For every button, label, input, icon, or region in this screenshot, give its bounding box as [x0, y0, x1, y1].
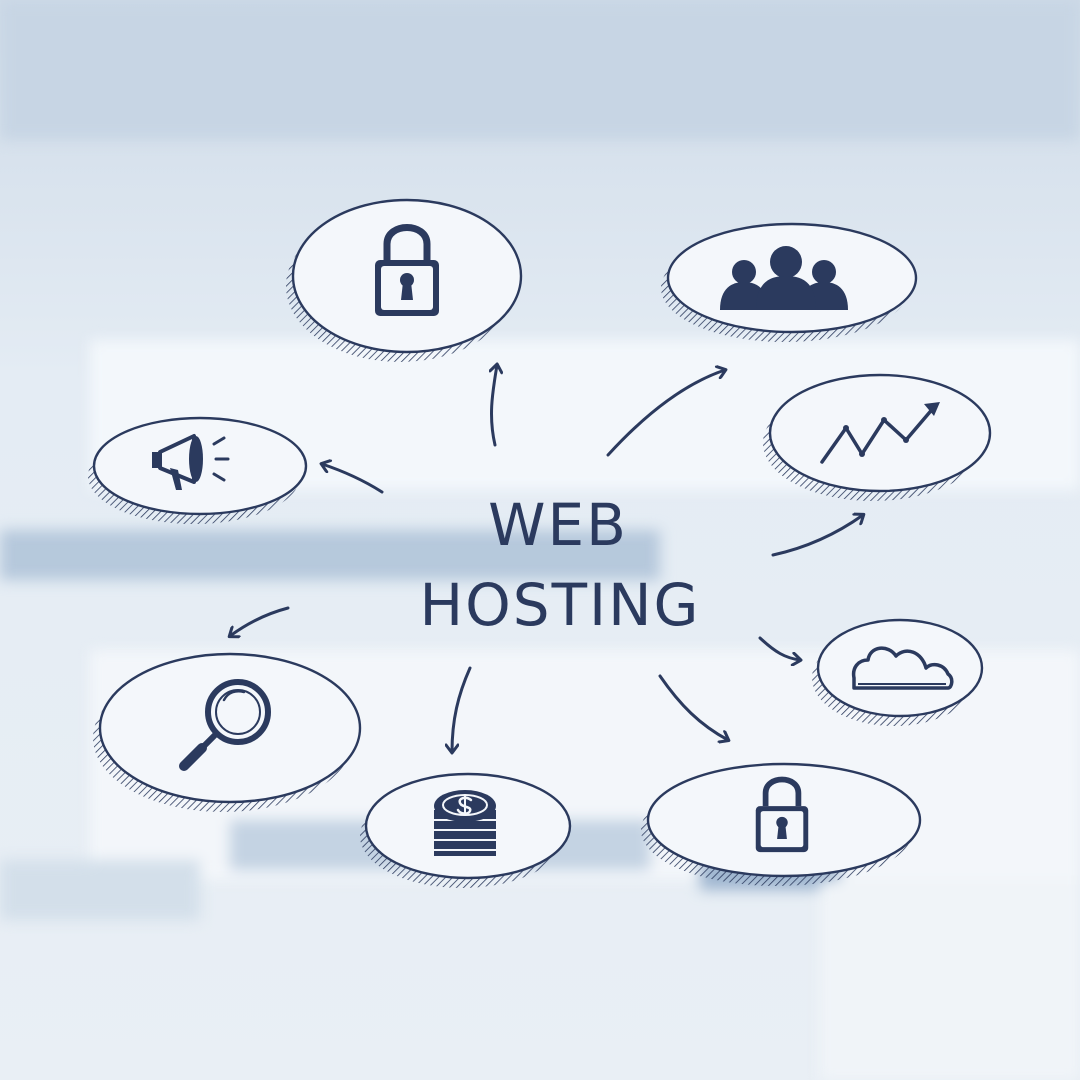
arrow-to-marketing — [322, 464, 384, 494]
arrow-to-growth — [771, 515, 863, 557]
node-cloud — [812, 618, 984, 726]
padlock-icon — [375, 224, 439, 316]
arrow-to-cost — [452, 666, 472, 752]
center-title-line-2: HOSTING — [420, 571, 701, 639]
cloud-icon — [851, 646, 954, 690]
node-cost — [360, 772, 572, 888]
node-security-bottom — [641, 762, 922, 886]
users-group-icon — [720, 246, 848, 310]
node-growth — [763, 373, 992, 501]
arrow-to-security-bottom — [658, 674, 728, 740]
arrow-to-users — [606, 370, 725, 457]
trend-chart-icon — [820, 402, 940, 464]
arrow-to-search — [230, 606, 290, 636]
node-marketing — [88, 416, 308, 524]
node-users — [661, 222, 918, 342]
node-security-top — [286, 198, 523, 362]
arrow-to-security-top — [491, 365, 497, 447]
megaphone-icon — [152, 434, 230, 490]
magnifier-icon — [179, 679, 271, 771]
arrow-to-cloud — [758, 636, 800, 660]
padlock-icon — [755, 776, 809, 853]
center-title-line-1: WEB — [488, 491, 628, 559]
coin-stack-icon — [434, 790, 496, 856]
node-search — [93, 652, 362, 812]
